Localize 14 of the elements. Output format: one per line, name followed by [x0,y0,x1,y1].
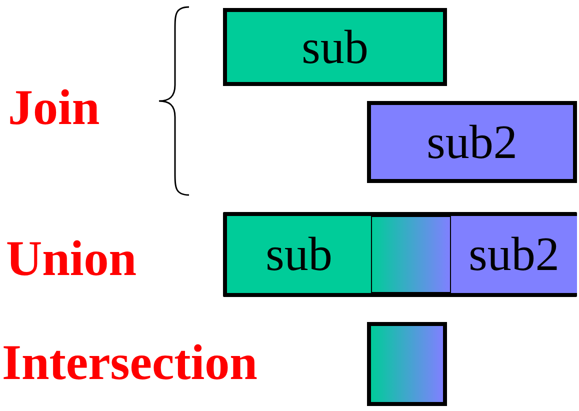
rectangle [223,8,447,86]
box-label: sub2 [426,114,518,170]
bar-segment [451,216,577,293]
operation-label: Join [8,82,100,132]
combined-bar [223,212,577,297]
box-label: sub [302,20,368,74]
bar-segment [227,216,371,293]
operation-label: Intersection [2,337,258,387]
rectangle [367,101,577,183]
box-label: sub [266,227,332,282]
box-label: sub2 [468,227,560,282]
overlap-box [367,322,447,406]
operation-label: Union [6,233,137,283]
overlap-box [371,216,451,293]
